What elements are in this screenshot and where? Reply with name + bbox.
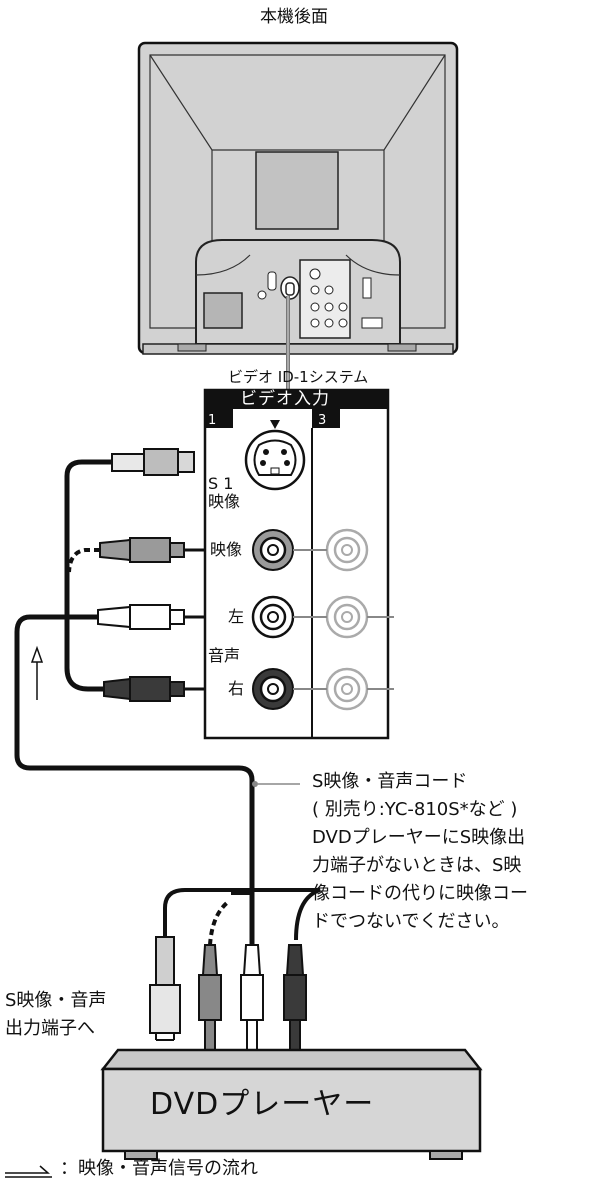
audio-left-plug	[97, 604, 206, 630]
source-output-line: S映像・音声	[5, 990, 107, 1011]
cord-note-line: 像コードの代りに映像コー	[312, 883, 528, 904]
source-output-label: S映像・音声 出力端子へ	[5, 987, 106, 1043]
s-jack-label-line1: S 1	[208, 474, 234, 493]
dvd-player-illustration	[100, 1048, 483, 1160]
audio-label: 音声	[208, 646, 241, 665]
video-jack-label: 映像	[210, 540, 243, 559]
video-plug	[99, 537, 206, 563]
tv-rear-illustration	[137, 41, 459, 355]
legend-text: ：映像・音声信号の流れ	[60, 1158, 258, 1179]
cord-note-line: 力端子がないときは、S映	[312, 855, 522, 876]
av-cord	[14, 459, 321, 960]
video-input-panel	[203, 388, 394, 740]
source-video-plug	[198, 944, 222, 1056]
cord-note-line: ドでつないでください。	[312, 911, 510, 932]
panel-title: ビデオ入力	[240, 389, 330, 409]
signal-flow-arrow-icon	[30, 645, 44, 700]
cord-note-line: S映像・音声コード	[312, 771, 468, 792]
source-right-plug	[283, 944, 307, 1056]
s-jack-label-line2: 映像	[208, 492, 241, 511]
device-label: DVDプレーヤー	[150, 1087, 375, 1122]
cord-note-line: ( 別売り:YC-810S*など )	[312, 799, 518, 820]
legend-arrow-icon	[5, 1165, 52, 1178]
system-label: ビデオ ID-1システム	[228, 368, 369, 386]
tv-rear-label: 本機後面	[260, 7, 328, 27]
triangle-marker-icon	[270, 420, 280, 429]
s-video-jack	[244, 429, 306, 491]
s-video-plug	[111, 448, 195, 476]
source-s-video-plug	[149, 936, 181, 1041]
left-jack-label: 左	[228, 607, 245, 626]
source-left-plug	[240, 944, 264, 1056]
slot-3-label: 3	[318, 413, 327, 428]
source-output-line: 出力端子へ	[5, 1018, 95, 1039]
cord-note: S映像・音声コード ( 別売り:YC-810S*など ) DVDプレーヤーにS映…	[312, 768, 528, 936]
right-jack-label: 右	[228, 679, 245, 698]
slot-1-label: 1	[208, 413, 217, 428]
cord-note-line: DVDプレーヤーにS映像出	[312, 827, 526, 848]
audio-right-plug	[103, 676, 206, 702]
